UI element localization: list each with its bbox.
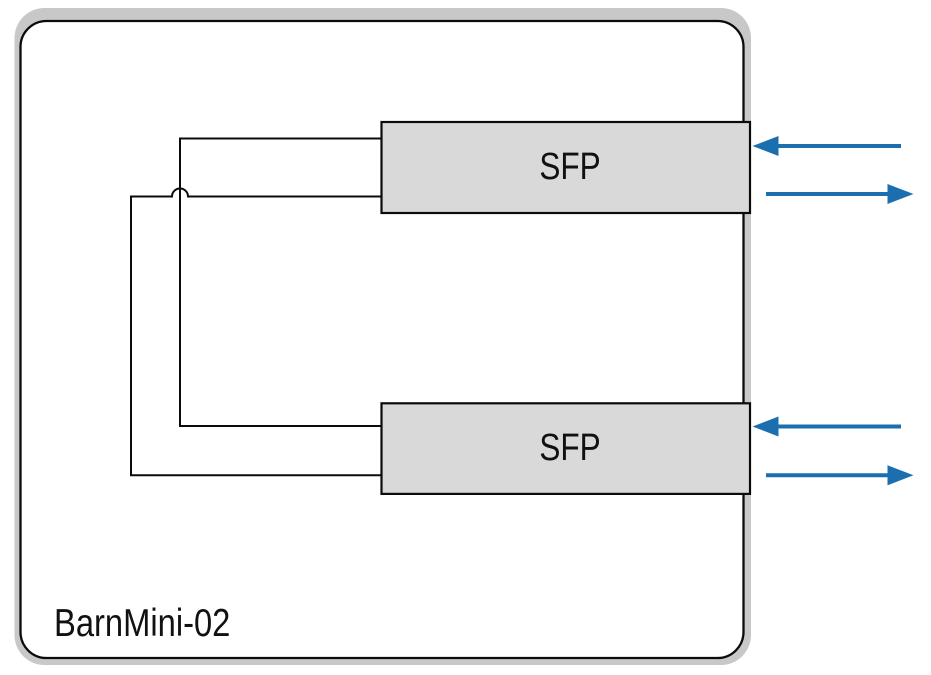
svg-text:BarnMini-02: BarnMini-02 [54,602,230,645]
svg-text:SFP: SFP [539,145,600,187]
svg-text:SFP: SFP [539,426,600,468]
